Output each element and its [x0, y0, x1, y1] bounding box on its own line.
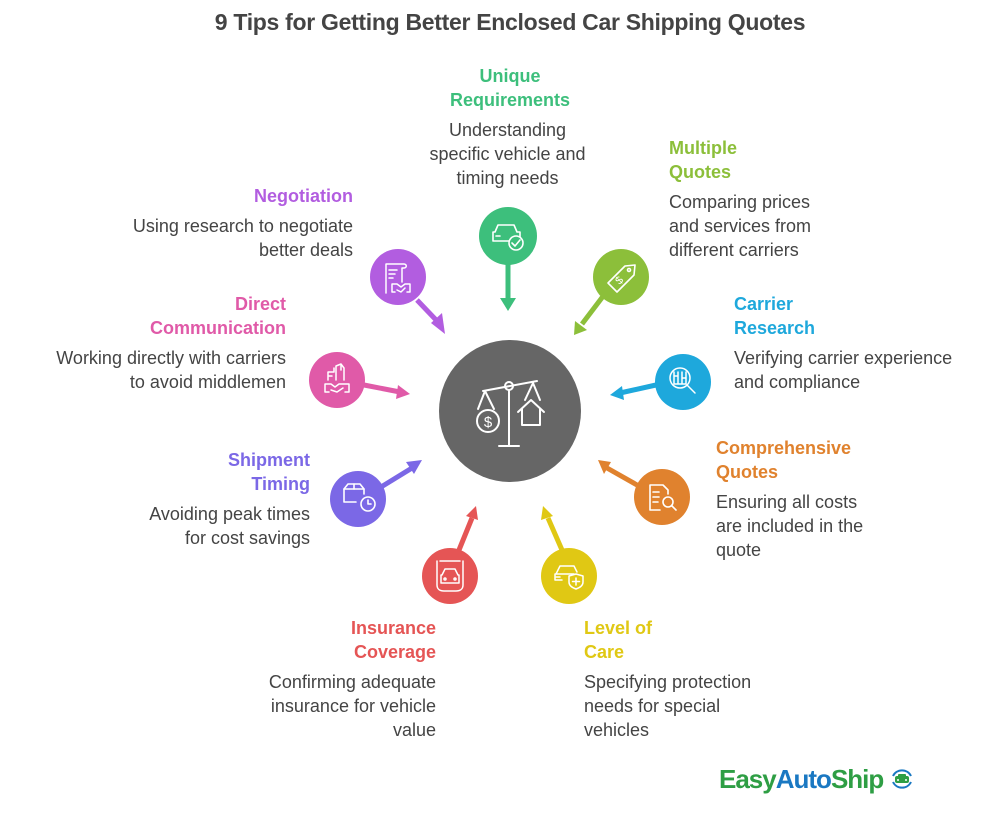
title-line: Level of: [584, 618, 653, 638]
desc-line: Avoiding peak times: [149, 504, 310, 524]
desc-line: and services from: [669, 216, 812, 236]
desc-line: quote: [716, 540, 762, 560]
tip-node-comprehensive-quotes: [598, 460, 690, 525]
title-line: Direct: [234, 294, 286, 314]
title-line: Requirements: [449, 90, 571, 110]
desc-line: Specifying protection: [584, 672, 752, 692]
tip-title: Shipment Timing: [110, 448, 310, 496]
desc-line: vehicles: [584, 720, 650, 740]
building-search-icon: [669, 367, 696, 394]
title-line: Comprehensive: [716, 438, 852, 458]
box-clock-icon: [343, 483, 376, 512]
tip-description: Verifying carrier experience and complia…: [734, 346, 952, 394]
title-line: Research: [734, 318, 816, 338]
tip-title: Direct Communication: [86, 292, 286, 340]
desc-line: for cost savings: [184, 528, 310, 548]
tip-node-shipment-timing: [330, 460, 422, 527]
car-shield-icon: [554, 565, 584, 590]
tip-node-multiple-quotes: $: [574, 249, 649, 335]
title-line: Shipment: [227, 450, 310, 470]
car-insurance-icon: [436, 560, 464, 592]
desc-line: Confirming adequate: [268, 672, 436, 692]
tip-description: Comparing prices and services from diffe…: [669, 190, 811, 262]
tip-node-level-of-care: [541, 506, 597, 604]
easyautoship-logo: EasyAutoShip: [719, 764, 914, 795]
tip-title: Carrier Research: [734, 292, 815, 340]
tip-title: Comprehensive Quotes: [716, 436, 851, 484]
diagram-title: 9 Tips for Getting Better Enclosed Car S…: [214, 9, 806, 35]
tip-node-carrier-research: [610, 354, 711, 410]
title-line: Communication: [149, 318, 286, 338]
tip-title: Level of Care: [584, 616, 652, 664]
desc-line: Comparing prices: [669, 192, 811, 212]
desc-line: value: [392, 720, 436, 740]
title-line: Quotes: [716, 462, 779, 482]
title-line: Timing: [251, 474, 310, 494]
tip-node-insurance-coverage: [422, 506, 478, 604]
logo-text-ship: Ship: [830, 764, 884, 794]
car-cycle-icon: [891, 769, 912, 789]
desc-line: to avoid middlemen: [129, 372, 286, 392]
tip-node-direct-communication: [309, 352, 410, 408]
desc-line: Ensuring all costs: [716, 492, 858, 512]
title-line: Multiple: [669, 138, 737, 158]
desc-line: insurance for vehicle: [270, 696, 436, 716]
tip-node-unique-requirements: [479, 207, 537, 311]
desc-line: and compliance: [734, 372, 861, 392]
tip-description: Using research to negotiate better deals: [93, 214, 353, 262]
desc-line: timing needs: [456, 168, 559, 188]
title-line: Insurance: [350, 618, 436, 638]
desc-line: specific vehicle and: [429, 144, 586, 164]
tip-description: Understanding specific vehicle and timin…: [400, 118, 615, 190]
logo-text-auto: Auto: [775, 764, 832, 794]
tip-description: Specifying protection needs for special …: [584, 670, 751, 742]
tip-title: Insurance Coverage: [236, 616, 436, 664]
contract-handshake-icon: [385, 263, 411, 294]
tip-title: Negotiation: [153, 184, 353, 208]
document-search-icon: [649, 484, 677, 511]
tip-description: Avoiding peak times for cost savings: [100, 502, 310, 550]
tip-description: Ensuring all costs are included in the q…: [716, 490, 863, 562]
title-line: Unique: [479, 66, 541, 86]
title-line: Care: [584, 642, 625, 662]
center-hub: $: [439, 340, 581, 482]
title-line: Negotiation: [254, 186, 353, 206]
building-handshake-icon: [324, 363, 350, 393]
tip-node-negotiation: [370, 249, 445, 334]
desc-line: different carriers: [669, 240, 799, 260]
scale-balance-dollar-house-icon: $: [476, 380, 545, 447]
desc-line: Understanding: [448, 120, 567, 140]
desc-line: Working directly with carriers: [56, 348, 286, 368]
desc-line: are included in the: [716, 516, 864, 536]
desc-line: Verifying carrier experience: [734, 348, 953, 368]
tip-description: Confirming adequate insurance for vehicl…: [216, 670, 436, 742]
logo-text-easy: Easy: [719, 764, 777, 794]
car-check-icon: [492, 224, 524, 251]
title-line: Quotes: [669, 162, 732, 182]
desc-line: Using research to negotiate: [132, 216, 353, 236]
desc-line: better deals: [258, 240, 353, 260]
tip-description: Working directly with carriers to avoid …: [10, 346, 286, 394]
desc-line: needs for special: [584, 696, 721, 716]
title-line: Coverage: [353, 642, 436, 662]
tip-title: Multiple Quotes: [669, 136, 737, 184]
title-line: Carrier: [734, 294, 794, 314]
svg-text:$: $: [484, 414, 493, 431]
tip-title: Unique Requirements: [410, 64, 610, 112]
